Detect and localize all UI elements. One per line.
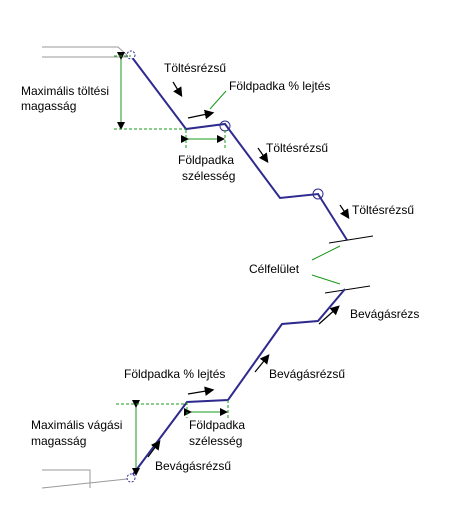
bench-direction-arrow-icon [187,386,215,396]
target-surface-label: Célfelület [249,262,300,276]
bench-width-cut-label: Földpadka [189,418,245,432]
max-cut-height-label: magasság [31,434,86,448]
bench-slope-cut-label: Földpadka % lejtés [124,367,225,381]
cut-direction-arrow-icon [318,305,340,325]
bench-direction-arrow-icon [187,109,215,120]
existing-ground-top [42,46,129,57]
cut-direction-arrow-icon [147,440,161,458]
fill-direction-arrow-icon [339,204,350,219]
target-surface-upper [328,235,374,244]
bench-slope-fill-leader [209,90,227,110]
cut-slope-line [130,288,346,478]
cut-slope-label-bottom: Bevágásrézsű [155,459,231,473]
cut-direction-arrow-icon [254,354,270,373]
target-surface-lower [324,285,371,294]
cut-slope-label-mid: Bevágásrézsű [269,367,345,381]
fill-direction-arrow-icon [172,81,183,98]
target-surface-leader [311,274,341,285]
fill-slope-label-low: Töltésrézsű [352,203,414,217]
bench-width-fill-label: Földpadka [178,153,234,167]
bench-marker-icon [312,188,324,200]
max-fill-height-label: Maximális töltési [21,84,109,98]
hinge-point-icon [126,50,136,60]
max-cut-height-label: Maximális vágási [31,418,122,432]
fill-slope-label-mid: Töltésrézsű [266,141,328,155]
bench-width-cut-label: szélesség [189,434,242,448]
cut-slope-label-top: Bevágásrézs [350,307,419,321]
fill-slope-label-top: Töltésrézsű [164,61,226,75]
existing-ground-bottom [42,469,91,488]
target-surface-leader [311,245,341,261]
max-fill-height-label: magasság [21,99,76,113]
bench-width-fill-label: szélesség [182,169,235,183]
bench-slope-fill-label: Földpadka % lejtés [229,79,330,93]
bench-marker-icon [219,120,231,132]
hinge-point-icon [126,473,136,483]
existing-ground-bottom-lower [41,478,128,489]
fill-slope-line [130,55,348,241]
fill-direction-arrow-icon [257,147,269,163]
